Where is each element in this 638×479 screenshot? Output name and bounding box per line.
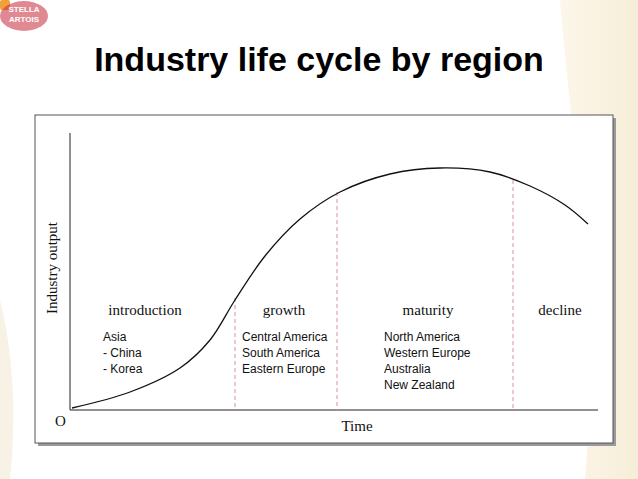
logo-text: STELLA xyxy=(8,5,39,14)
region-name: - Korea xyxy=(103,363,142,377)
y-axis xyxy=(70,133,71,410)
region-name: Eastern Europe xyxy=(242,363,325,377)
stage-name: maturity xyxy=(403,302,454,319)
axis-title: Industry output xyxy=(44,222,61,314)
region-name: Western Europe xyxy=(384,347,471,361)
region-name: New Zealand xyxy=(384,379,455,393)
slide-title: Industry life cycle by region xyxy=(94,40,544,79)
region-name: South America xyxy=(242,347,320,361)
background-shape xyxy=(0,300,13,479)
logo-text: ARTOIS xyxy=(9,15,39,24)
stage-name: decline xyxy=(538,302,581,319)
x-axis xyxy=(70,410,598,411)
stage-name: growth xyxy=(263,302,306,319)
logo-badge xyxy=(0,1,48,31)
origin-label: O xyxy=(55,413,66,430)
stage-divider xyxy=(337,192,338,410)
region-name: North America xyxy=(384,331,460,345)
axis-title: Time xyxy=(341,418,372,435)
region-name: Central America xyxy=(242,331,327,345)
stage-divider xyxy=(235,298,236,410)
life-cycle-curve xyxy=(72,168,588,408)
chart-frame xyxy=(35,115,613,443)
stage-divider xyxy=(513,180,514,410)
region-name: Australia xyxy=(384,363,431,377)
region-name: Asia xyxy=(103,331,126,345)
region-name: - China xyxy=(103,347,142,361)
stage-name: introduction xyxy=(108,302,181,319)
